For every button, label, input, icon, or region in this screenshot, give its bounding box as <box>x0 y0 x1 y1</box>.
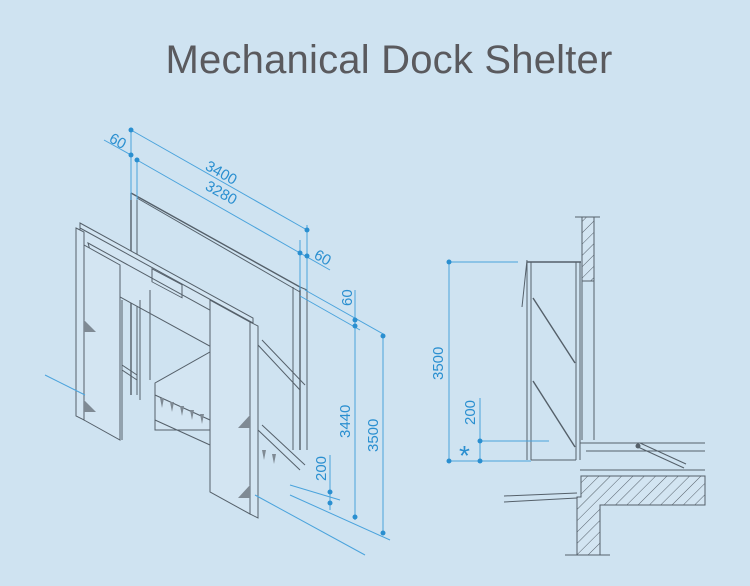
side-dim-bottom-offset: 200 <box>462 400 479 425</box>
brand-plate <box>151 268 183 299</box>
dim-top-offset-left: 60 <box>106 130 129 153</box>
dim-inner-height: 3440 <box>337 405 354 438</box>
dim-outer-height: 3500 <box>365 419 382 452</box>
page-title: Mechanical Dock Shelter <box>165 38 613 82</box>
dim-top-offset-right: 60 <box>311 246 334 269</box>
side-dim-marker: * <box>459 440 470 471</box>
dim-right-offset: 60 <box>339 289 356 306</box>
side-dim-height: 3500 <box>430 347 447 380</box>
front-frame <box>75 222 306 519</box>
dim-bottom-offset: 200 <box>313 456 330 481</box>
isometric-view: 60 3400 3280 60 60 3440 3500 200 <box>44 127 391 556</box>
side-view: 3500 200 * <box>430 216 706 556</box>
